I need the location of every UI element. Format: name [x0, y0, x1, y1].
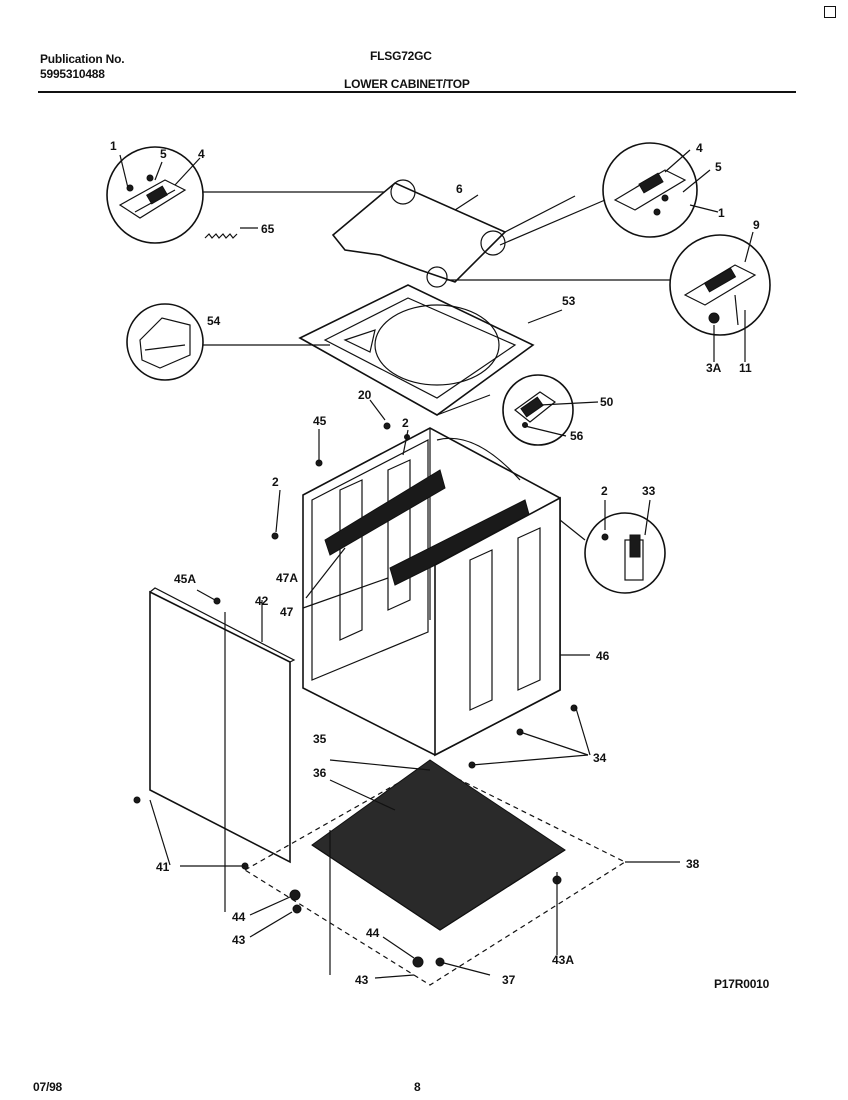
callout-54: 54 — [207, 314, 221, 328]
spring-part — [204, 227, 258, 239]
callout-47: 47 — [280, 605, 294, 619]
callout-34: 34 — [593, 751, 607, 765]
dispenser-detail — [126, 303, 330, 381]
callout-43a: 43A — [552, 953, 574, 967]
page-number: 8 — [414, 1080, 421, 1094]
hinge-detail-left — [106, 146, 392, 244]
callout-56: 56 — [570, 429, 584, 443]
callout-33: 33 — [642, 484, 656, 498]
callout-2-left: 2 — [272, 475, 279, 489]
callout-36: 36 — [313, 766, 327, 780]
callout-65: 65 — [261, 222, 275, 236]
callout-38: 38 — [686, 857, 700, 871]
callout-43-left: 43 — [232, 933, 246, 947]
corner-mark — [824, 6, 836, 18]
callout-42: 42 — [255, 594, 269, 608]
callout-1-top-right: 1 — [718, 206, 725, 220]
callout-1-top-left: 1 — [110, 139, 117, 153]
callout-3a: 3A — [706, 361, 722, 375]
callout-50: 50 — [600, 395, 614, 409]
drawing-code: P17R0010 — [714, 977, 770, 991]
callout-5-top-right: 5 — [715, 160, 722, 174]
switch-detail — [447, 234, 771, 336]
callout-41: 41 — [156, 860, 170, 874]
callout-47a: 47A — [276, 571, 298, 585]
callout-2-right: 2 — [601, 484, 608, 498]
callout-2-back: 2 — [402, 416, 409, 430]
cabinet-top-part — [298, 284, 563, 416]
publication-number: 5995310488 — [40, 67, 105, 81]
hinge-detail-right — [499, 142, 719, 246]
callout-4-top-left: 4 — [198, 147, 205, 161]
callout-11: 11 — [739, 361, 752, 375]
callout-4-top-right: 4 — [696, 141, 703, 155]
clip-detail — [559, 512, 666, 594]
latch-detail — [502, 374, 599, 446]
leader-lines — [119, 149, 754, 979]
callout-45: 45 — [313, 414, 327, 428]
callout-43-center: 43 — [355, 973, 369, 987]
section-title: LOWER CABINET/TOP — [344, 77, 470, 91]
callout-6: 6 — [456, 182, 463, 196]
header-rule — [38, 91, 796, 93]
publication-label: Publication No. — [40, 52, 125, 66]
callout-44-left: 44 — [232, 910, 246, 924]
footer-date: 07/98 — [33, 1080, 63, 1094]
callout-37: 37 — [502, 973, 516, 987]
screws — [133, 422, 578, 870]
callout-45a: 45A — [174, 572, 196, 586]
cabinet-front-panel — [149, 587, 296, 864]
callout-46: 46 — [596, 649, 610, 663]
cabinet-right-panel — [434, 496, 590, 757]
callout-53: 53 — [562, 294, 576, 308]
callout-5-top-left: 5 — [160, 147, 167, 161]
callout-20: 20 — [358, 388, 372, 402]
model-number: FLSG72GC — [370, 49, 432, 63]
callout-35: 35 — [313, 732, 327, 746]
callout-9: 9 — [753, 218, 760, 232]
callout-44-center: 44 — [366, 926, 380, 940]
lid-part — [331, 179, 507, 288]
callout-labels: 1 5 4 65 6 4 5 1 9 3A 11 54 53 20 2 50 5… — [110, 139, 760, 987]
base-frame — [243, 759, 680, 986]
